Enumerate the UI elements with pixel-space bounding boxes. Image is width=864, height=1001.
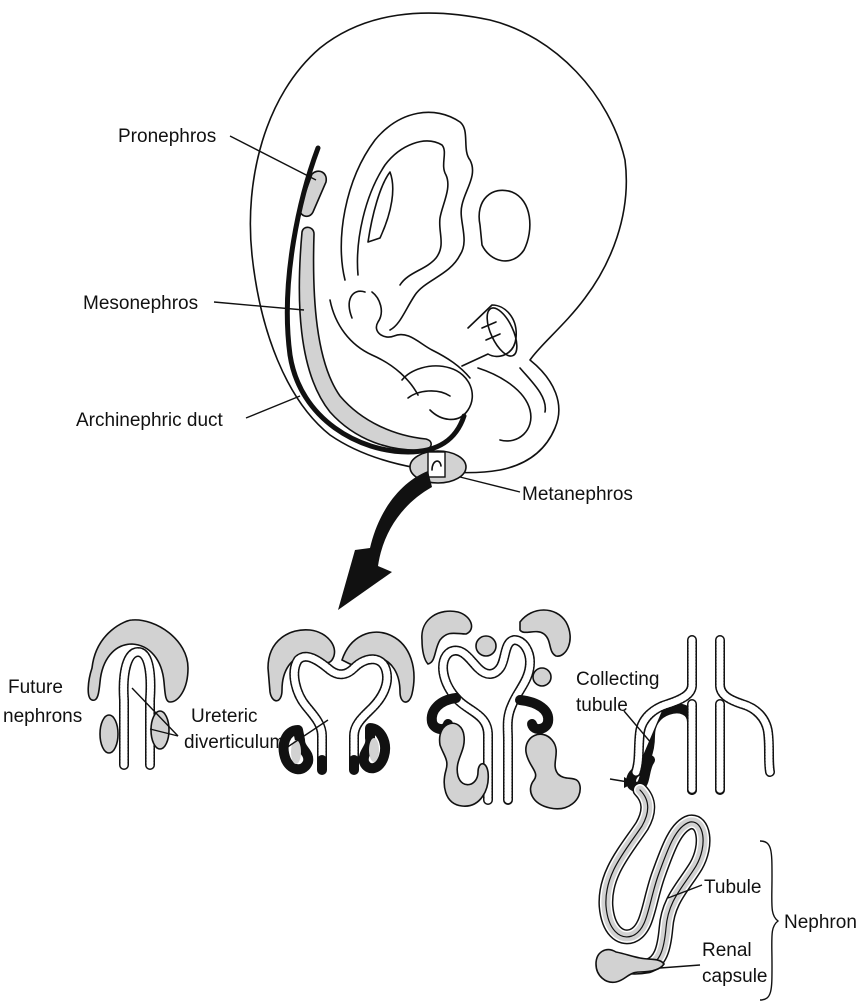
embryo-tail-coil-3	[478, 368, 531, 441]
embryo-eye	[479, 190, 530, 261]
label-ureteric-diverticulum-1: Ureteric	[191, 706, 258, 727]
embryo-neural-fold	[372, 292, 470, 378]
label-mesonephros: Mesonephros	[83, 293, 198, 314]
label-renal-capsule-2: capsule	[702, 966, 768, 987]
label-renal-capsule-1: Renal	[702, 940, 752, 961]
metanephros-zoom-box	[428, 452, 445, 477]
label-nephron: Nephron	[784, 912, 857, 933]
embryo-umbilical-stalk	[462, 305, 516, 366]
text-labels: Pronephros Mesonephros Archinephric duct…	[3, 126, 857, 987]
leader-lines	[132, 136, 702, 968]
embryo-brain-outline	[341, 112, 472, 330]
embryo-ventricle	[368, 172, 393, 242]
label-future-nephrons-1: Future	[8, 677, 63, 698]
stage3-nephron-a	[476, 636, 496, 656]
label-tubule: Tubule	[704, 877, 761, 898]
label-collecting-tubule-2: tubule	[576, 695, 628, 716]
embryo-illustration	[250, 13, 626, 483]
stage-3-branching	[422, 610, 580, 809]
renal-capsule-leader	[660, 965, 700, 968]
stage3-s-body-left	[440, 723, 489, 806]
metanephros-leader	[460, 477, 520, 492]
label-archinephric-duct: Archinephric duct	[76, 410, 224, 431]
label-collecting-tubule-1: Collecting	[576, 669, 659, 690]
stage1-nephron-left	[100, 715, 118, 753]
embryo-gut-fold	[349, 291, 365, 318]
stage3-nephron-d	[533, 668, 551, 686]
embryo-brain-inner	[357, 141, 447, 285]
label-future-nephrons-2: nephrons	[3, 706, 82, 727]
pronephros-leader	[230, 136, 316, 180]
embryo-heart-fold	[330, 300, 418, 395]
embryo-limb-bud	[520, 368, 545, 412]
archinephric-duct-leader	[246, 396, 300, 418]
embryo-tail-coil-1	[402, 366, 472, 420]
embryo-tail-coil-2	[408, 391, 450, 398]
label-metanephros: Metanephros	[522, 484, 633, 505]
stage-1-bud	[88, 620, 188, 765]
stage3-s-body-right	[526, 734, 580, 809]
stage-2-branching	[268, 630, 414, 770]
label-pronephros: Pronephros	[118, 126, 216, 147]
label-ureteric-diverticulum-2: diverticulum	[184, 732, 285, 753]
zoom-arrow	[338, 471, 432, 610]
stage3-branch-right	[520, 700, 548, 729]
